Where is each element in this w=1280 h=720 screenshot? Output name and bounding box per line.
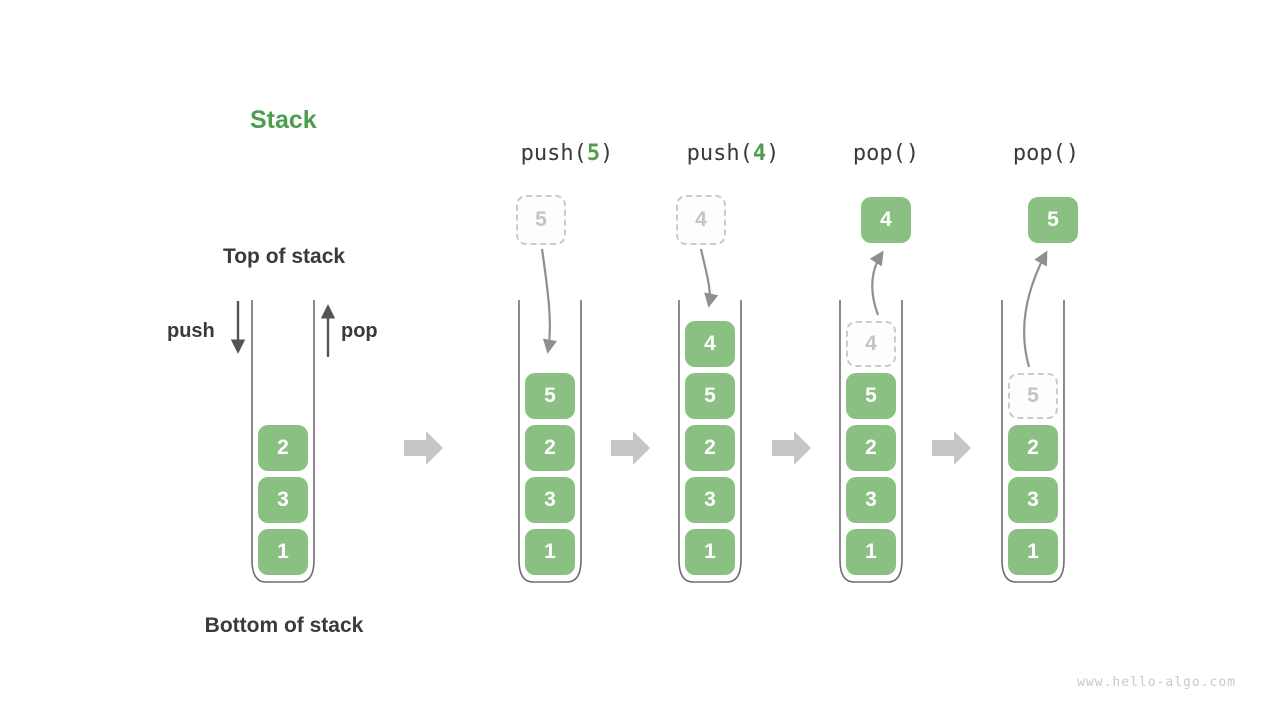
stack-item-ghost: 4 <box>846 321 896 367</box>
watermark: www.hello-algo.com <box>1077 675 1236 690</box>
stack-item: 2 <box>846 425 896 471</box>
stack-item: 1 <box>525 529 575 575</box>
pop-label: pop <box>341 320 378 342</box>
stack-item: 3 <box>846 477 896 523</box>
operation-text: pop() <box>1012 141 1080 166</box>
operation-arg: 4 <box>752 141 767 166</box>
operation-label-stack-after-pop-4: pop() <box>853 141 919 166</box>
stack-item: 1 <box>685 529 735 575</box>
stack-item: 1 <box>846 529 896 575</box>
stack-item: 5 <box>685 373 735 419</box>
stack-item: 3 <box>1008 477 1058 523</box>
step-arrow-icon <box>772 431 811 465</box>
push-label: push <box>167 320 215 342</box>
operation-text: ) <box>600 141 614 166</box>
operation-text: push( <box>520 141 587 166</box>
stack-item: 1 <box>258 529 308 575</box>
operation-text: pop() <box>852 141 920 166</box>
stack-item: 2 <box>1008 425 1058 471</box>
push-curve-arrow-icon <box>699 248 719 308</box>
step-arrow-icon <box>611 431 650 465</box>
stack-item: 5 <box>525 373 575 419</box>
stack-item: 2 <box>525 425 575 471</box>
stack-item: 2 <box>685 425 735 471</box>
pop-curve-arrow-icon <box>869 250 884 316</box>
pop-curve-arrow-icon <box>1023 250 1048 368</box>
operation-arg: 5 <box>586 141 601 166</box>
popped-value-box: 5 <box>1028 197 1078 243</box>
stack-item: 1 <box>1008 529 1058 575</box>
stack-item-ghost: 5 <box>1008 373 1058 419</box>
stack-item: 5 <box>846 373 896 419</box>
step-arrow-icon <box>932 431 971 465</box>
operation-label-stack-after-pop-5: pop() <box>1013 141 1079 166</box>
stack-item: 3 <box>685 477 735 523</box>
stack-item: 3 <box>258 477 308 523</box>
step-arrow-icon <box>404 431 443 465</box>
popped-value-box: 4 <box>861 197 911 243</box>
bottom-of-stack-label: Bottom of stack <box>204 614 364 637</box>
push-curve-arrow-icon <box>540 248 557 354</box>
stack-item: 4 <box>685 321 735 367</box>
stack-item: 3 <box>525 477 575 523</box>
operation-label-stack-after-push-5: push(5) <box>521 141 614 166</box>
pushed-value-box: 5 <box>516 195 566 245</box>
pushed-value-box: 4 <box>676 195 726 245</box>
stack-item: 2 <box>258 425 308 471</box>
top-of-stack-label: Top of stack <box>222 245 346 268</box>
operation-text: push( <box>686 141 753 166</box>
diagram-title: Stack <box>250 106 317 134</box>
operation-label-stack-after-push-4: push(4) <box>687 141 780 166</box>
operation-text: ) <box>766 141 780 166</box>
